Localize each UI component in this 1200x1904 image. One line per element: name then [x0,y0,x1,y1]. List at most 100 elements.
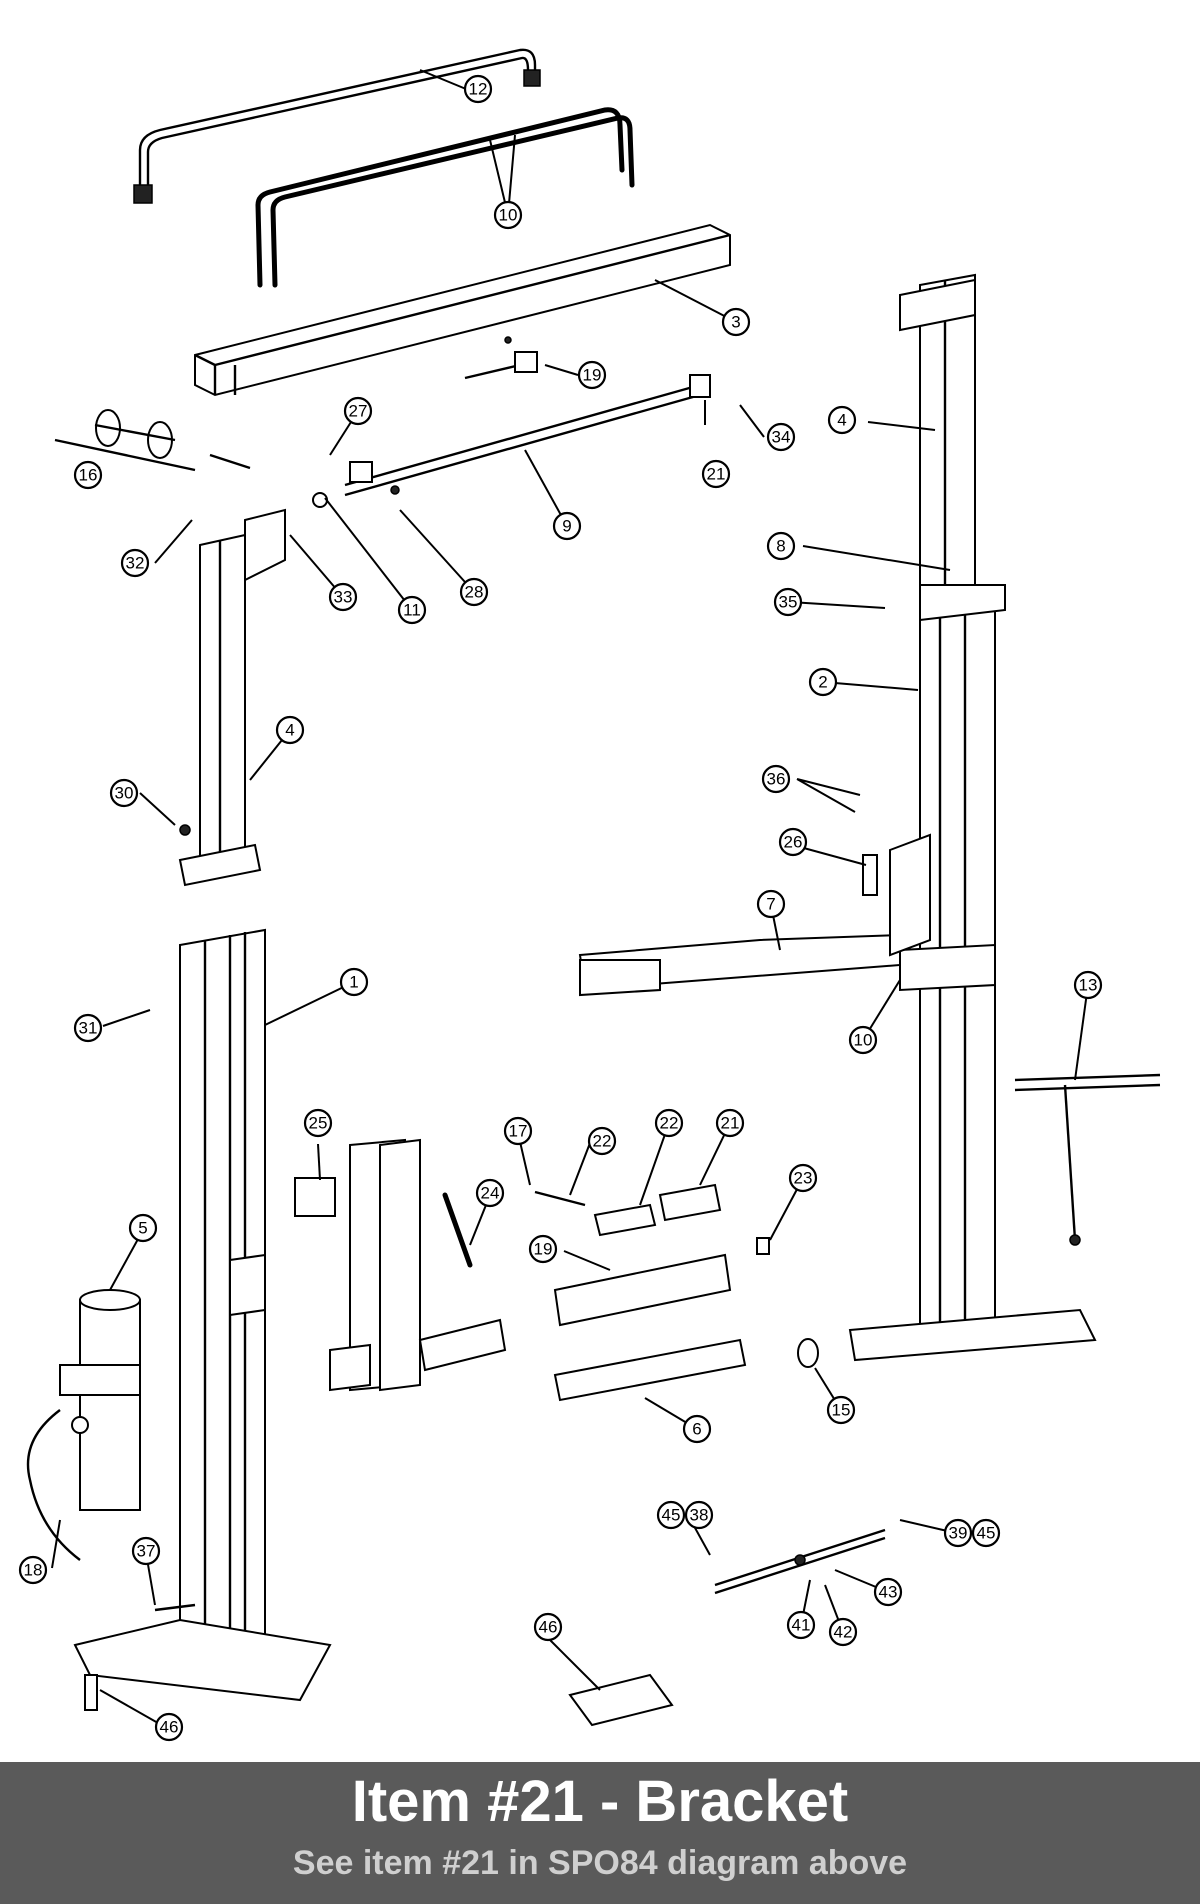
svg-text:37: 37 [137,1542,156,1561]
svg-text:23: 23 [794,1169,813,1188]
svg-text:18: 18 [24,1561,43,1580]
part-lock-bar [714,1528,886,1595]
callout-12: 11 [397,595,427,625]
callout-36: 35 [773,587,803,617]
svg-text:8: 8 [776,537,785,556]
part-46-plate [568,1673,674,1727]
svg-text:10: 10 [499,206,518,225]
part-1-left-column [73,928,332,1702]
callout-45-right: 45 [971,1518,1001,1548]
callout-9: 10 [848,1025,878,1055]
callout-42: 42 [828,1617,858,1647]
svg-text:10: 10 [854,1031,873,1050]
svg-text:4: 4 [285,721,294,740]
svg-text:31: 31 [79,1019,98,1038]
callout-1: 1 [339,967,369,997]
svg-text:38: 38 [690,1506,709,1525]
callout-25: 23 [788,1163,818,1193]
callout-17: 17 [503,1116,533,1146]
svg-text:34: 34 [772,428,791,447]
callout-45-left: 45 [656,1500,686,1530]
part-15-disk [797,1338,819,1368]
part-14-safety-assembly [1014,1073,1161,1246]
part-7-lift-arm [578,833,996,997]
callout-21: 21 [701,459,731,489]
part-26-rod [442,1192,473,1268]
callout-27: 25 [303,1108,333,1138]
svg-text:17: 17 [509,1122,528,1141]
svg-text:3: 3 [731,313,740,332]
callout-39-left: 38 [684,1500,714,1530]
callout-32: 31 [73,1013,103,1043]
exploded-parts-diagram: 12 10 3 19 27 16 21 34 4 9 8 32 33 11 28… [18,48,1161,1742]
part-4-left-extension [178,508,286,887]
part-13-hose [133,48,541,204]
part-2-right-column [848,273,1097,1362]
callout-39-right: 39 [943,1518,973,1548]
part-22-23-pads [534,1183,722,1237]
svg-text:46: 46 [539,1618,558,1637]
callout-11: 10 [493,200,523,230]
svg-text:45: 45 [977,1524,996,1543]
callout-46-bolt: 46 [154,1712,184,1742]
callout-18: 18 [18,1555,48,1585]
svg-text:32: 32 [126,554,145,573]
svg-text:33: 33 [334,588,353,607]
callout-6: 6 [682,1414,712,1444]
callout-23: 22 [654,1108,684,1138]
callout-46-plate: 46 [533,1612,563,1642]
part-20-limit-switch [464,336,538,380]
svg-text:24: 24 [481,1184,500,1203]
svg-text:11: 11 [403,601,421,620]
part-28-pin [862,854,878,896]
svg-text:45: 45 [662,1506,681,1525]
part-10-safety-rod [312,374,711,508]
callout-4-left: 4 [275,715,305,745]
callout-38: 37 [131,1536,161,1566]
callout-35: 34 [766,422,796,452]
callout-20: 19 [577,360,607,390]
part-18-hose [26,1409,81,1561]
part-5-power-unit [59,1289,141,1511]
callout-15: 15 [826,1395,856,1425]
banner-title: Item #21 - Bracket [351,1769,849,1834]
svg-text:5: 5 [138,1219,147,1238]
callout-43: 43 [873,1577,903,1607]
callout-33: 32 [120,548,150,578]
svg-text:19: 19 [534,1240,553,1259]
svg-text:42: 42 [834,1623,853,1642]
svg-text:12: 12 [469,80,488,99]
callout-34: 33 [328,582,358,612]
callout-10: 9 [552,511,582,541]
svg-text:27: 27 [349,402,368,421]
svg-text:36: 36 [767,770,786,789]
part-46-bolt [84,1674,98,1711]
svg-text:2: 2 [818,673,827,692]
callout-30: 28 [459,577,489,607]
svg-text:15: 15 [832,1401,851,1420]
callout-8: 8 [766,531,796,561]
part-25-stud [756,1237,770,1255]
svg-text:21: 21 [707,465,726,484]
callout-3: 3 [721,307,751,337]
svg-text:26: 26 [784,833,803,852]
svg-text:4: 4 [837,411,846,430]
svg-text:13: 13 [1079,976,1098,995]
svg-text:41: 41 [792,1616,811,1635]
svg-text:16: 16 [79,466,98,485]
banner-subtitle: See item #21 in SPO84 diagram above [292,1844,908,1882]
callout-19: 19 [528,1234,558,1264]
callout-37: 36 [761,764,791,794]
caption-banner: Item #21 - Bracket See item #21 in SPO84… [0,1762,1200,1904]
part-19-extension [553,1253,732,1327]
svg-text:21: 21 [721,1114,740,1133]
svg-text:25: 25 [309,1114,328,1133]
svg-text:6: 6 [692,1420,701,1439]
callout-41: 41 [786,1610,816,1640]
part-3-overhead-beam [194,223,731,397]
svg-text:22: 22 [660,1114,679,1133]
svg-text:1: 1 [349,973,358,992]
svg-text:22: 22 [593,1132,612,1151]
callout-28: 26 [778,827,808,857]
svg-text:19: 19 [583,366,602,385]
